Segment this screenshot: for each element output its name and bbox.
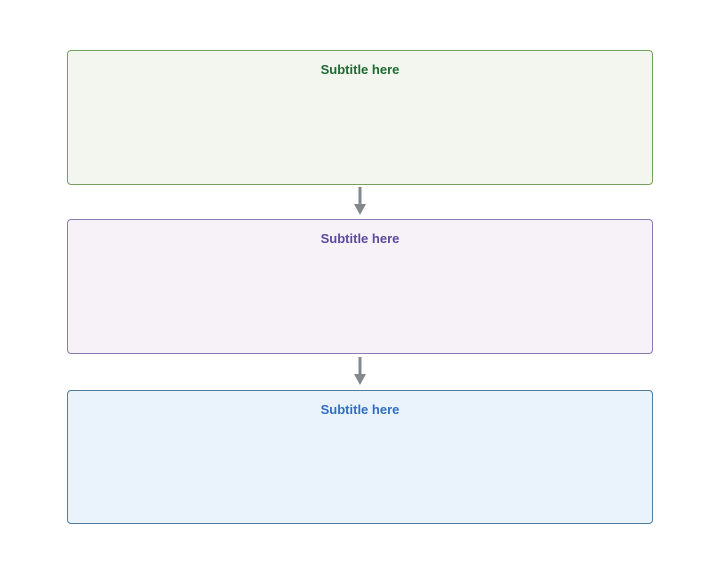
flow-step-2-label: Subtitle here	[320, 231, 400, 246]
down-arrow-icon[interactable]	[352, 357, 368, 385]
flow-step-1-label: Subtitle here	[320, 62, 400, 77]
flow-step-1-box[interactable]: Subtitle here	[67, 50, 653, 185]
down-arrow-icon[interactable]	[352, 187, 368, 215]
flow-step-2-box[interactable]: Subtitle here	[67, 219, 653, 354]
flow-step-3-box[interactable]: Subtitle here	[67, 390, 653, 524]
flow-step-3-label: Subtitle here	[320, 402, 400, 417]
